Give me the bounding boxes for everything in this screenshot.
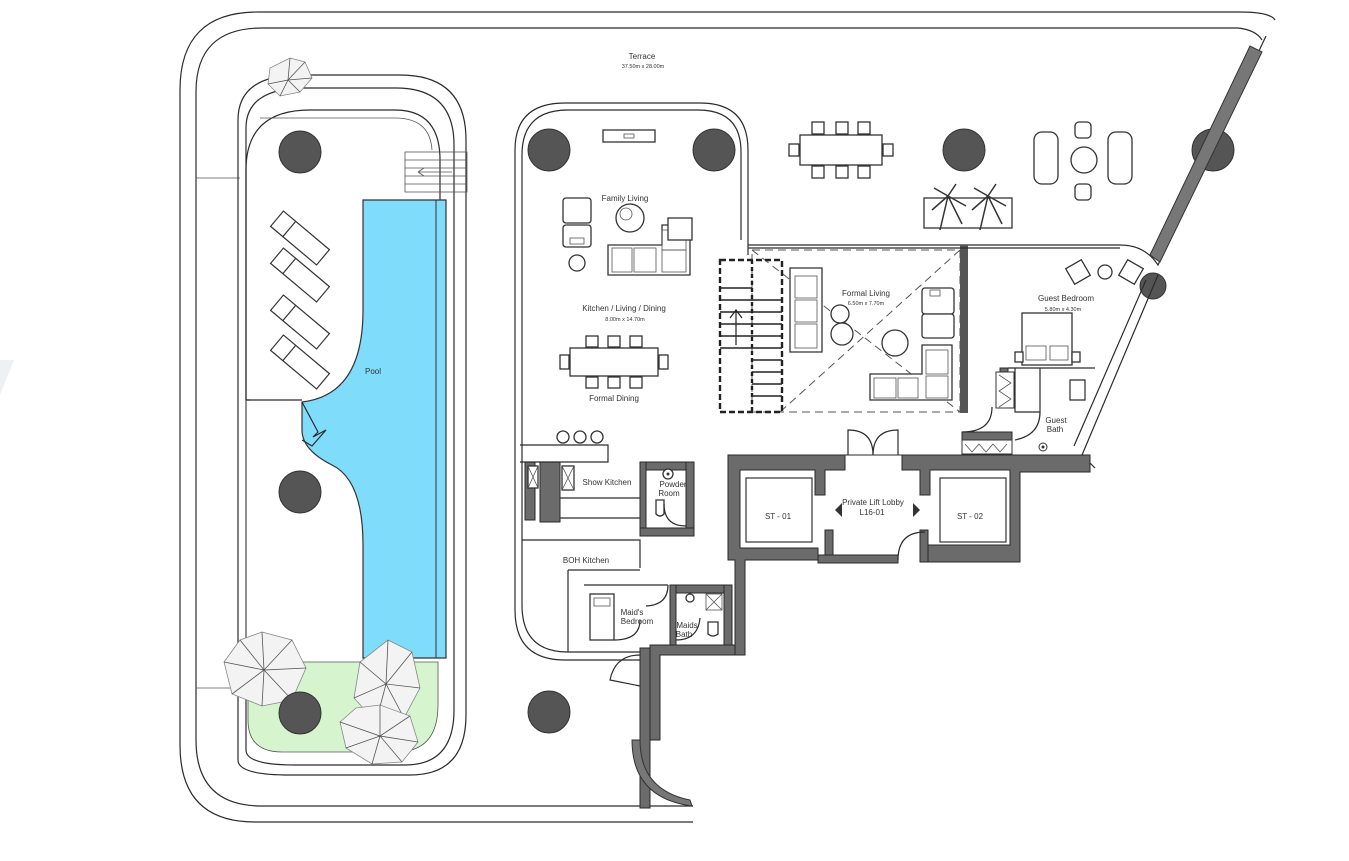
pool-water [301,199,447,659]
guest-bath-label-2: Bath [1047,425,1063,434]
powder-room-label-2: Room [658,489,680,498]
maids-bath-label-2: Bath [676,630,692,639]
sun-loungers [269,210,331,390]
structural-columns [278,128,1235,735]
lift-lobby-label: Private Lift Lobby [842,498,904,507]
plant-icon [353,639,421,723]
formal-dining-label: Formal Dining [589,394,639,403]
family-living-label: Family Living [602,194,649,203]
pool-deck [237,74,468,776]
apartment-walls [514,35,1267,809]
plant-icon [223,631,307,707]
powder-room-fittings [655,468,687,527]
terrace-lounge-set [1033,121,1133,201]
lift-lobby-code-label: L16-01 [860,508,885,517]
show-kitchen-label: Show Kitchen [583,478,632,487]
family-living-furniture [562,129,693,276]
stair-01-label: ST - 01 [765,512,792,521]
powder-room-label: Powder [659,480,686,489]
stair-02-label: ST - 02 [957,512,984,521]
terrace-boundary [179,11,1276,823]
guest-bedroom-furniture [1014,258,1145,366]
planter [923,183,1013,231]
kitchen-living-dining-label: Kitchen / Living / Dining [582,304,666,313]
guest-bedroom-size-label: 5.80m x 4.30m [1045,307,1082,313]
kitchen-fittings [527,465,575,491]
formal-living-furniture [789,267,955,401]
terrace-dining-table [788,121,894,179]
kitchen-living-dining-size-label: 8.00m x 14.70m [605,317,645,323]
room-labels: Terrace 37.50m x 28.00m Pool Family Livi… [365,52,1094,639]
plant-icon [267,57,313,97]
guest-bath-label: Guest [1045,416,1067,425]
formal-dining-table [559,335,669,389]
main-stair [718,258,784,414]
edge-mark [0,360,14,395]
formal-living-size-label: 6.50m x 7.70m [848,301,885,307]
terrace-size-label: 37.50m x 28.00m [622,64,665,70]
terrace-label: Terrace [629,52,656,61]
maids-room-fittings [589,584,723,687]
maids-bath-label: Maids [676,621,697,630]
maids-bedroom-label-2: Bedroom [621,617,654,626]
boh-kitchen-label: BOH Kitchen [563,556,609,565]
bar-stools [556,430,604,444]
plant-icon [339,704,419,765]
pool-label: Pool [365,367,381,376]
formal-living-label: Formal Living [842,289,890,298]
guest-bedroom-label: Guest Bedroom [1038,294,1094,303]
pool-steps [404,151,468,193]
maids-bedroom-label: Maid's [621,608,644,617]
